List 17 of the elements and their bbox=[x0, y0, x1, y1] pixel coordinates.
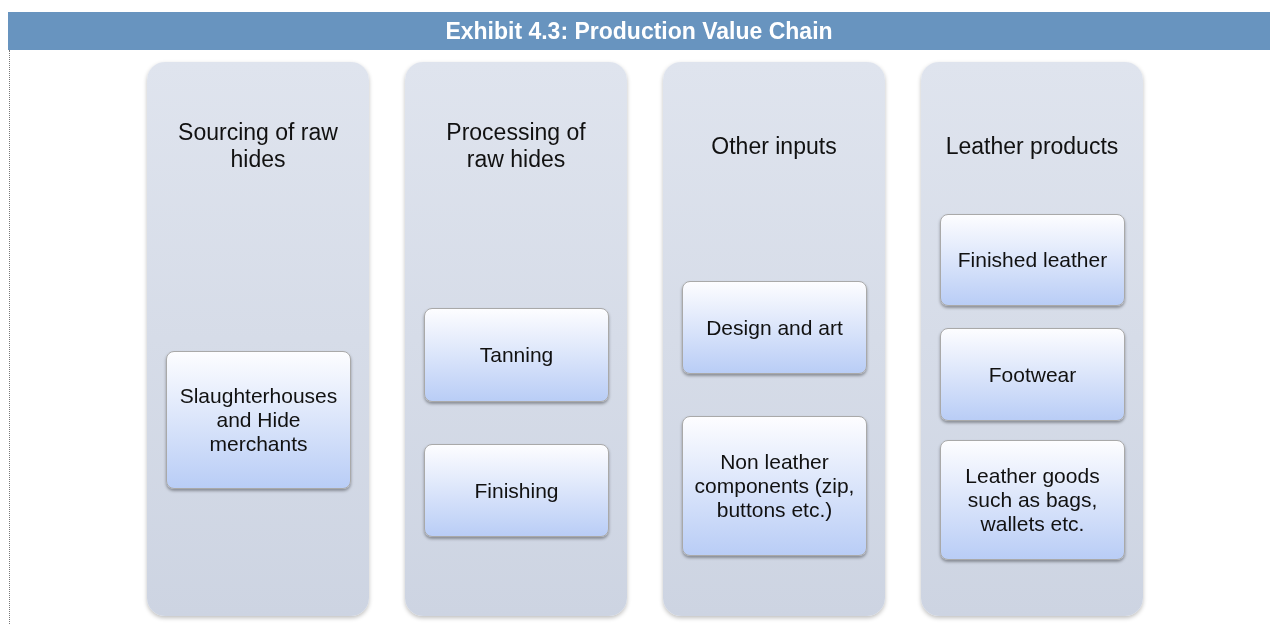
process-box: Finishing bbox=[424, 444, 609, 537]
column-heading: Other inputs bbox=[710, 131, 838, 161]
process-box: Footwear bbox=[940, 328, 1125, 421]
process-box: Non leather components (zip, buttons etc.) bbox=[682, 416, 867, 556]
column-panel bbox=[405, 62, 627, 616]
column-panel bbox=[663, 62, 885, 616]
column-heading: Processing of raw hides bbox=[445, 118, 587, 174]
column-panel bbox=[921, 62, 1143, 616]
title-bar: Exhibit 4.3: Production Value Chain bbox=[8, 12, 1270, 50]
process-box: Tanning bbox=[424, 308, 609, 402]
column-heading: Leather products bbox=[944, 131, 1120, 161]
column-panel bbox=[147, 62, 369, 616]
process-box: Slaughterhouses and Hide merchants bbox=[166, 351, 351, 489]
column-heading: Sourcing of raw hides bbox=[177, 118, 339, 174]
process-box: Design and art bbox=[682, 281, 867, 374]
process-box: Finished leather bbox=[940, 214, 1125, 306]
process-box: Leather goods such as bags, wallets etc. bbox=[940, 440, 1125, 560]
